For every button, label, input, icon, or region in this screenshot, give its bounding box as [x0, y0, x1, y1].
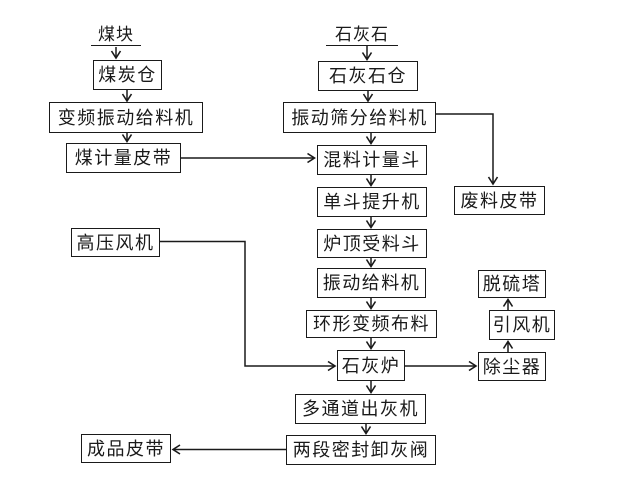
node-two-stage-sealed-ash-valve: 两段密封卸灰阀	[286, 435, 436, 465]
node-desulfurization-tower: 脱硫塔	[478, 270, 546, 298]
node-vibrating-screen-feeder: 振动筛分给料机	[283, 102, 436, 133]
node-multichannel-ash-discharger: 多通道出灰机	[295, 394, 426, 424]
node-lime-kiln: 石灰炉	[337, 350, 405, 381]
node-waste-belt: 废料皮带	[454, 186, 545, 215]
node-ring-variable-frequency-distributor: 环形变频布料	[306, 310, 437, 338]
node-coal-source: 煤块	[91, 23, 141, 46]
node-variable-frequency-vibrating-feeder: 变频振动给料机	[49, 102, 203, 133]
node-single-bucket-elevator: 单斗提升机	[317, 187, 427, 217]
node-mixing-metering-hopper: 混料计量斗	[317, 145, 427, 175]
node-finished-product-belt: 成品皮带	[81, 434, 171, 463]
node-dust-collector: 除尘器	[478, 352, 546, 381]
node-high-pressure-fan: 高压风机	[71, 228, 160, 257]
node-kiln-top-receiving-hopper: 炉顶受料斗	[317, 229, 427, 258]
node-induced-draft-fan: 引风机	[489, 310, 555, 340]
node-coal-metering-belt: 煤计量皮带	[66, 143, 181, 173]
node-coal-bunker: 煤炭仓	[93, 60, 162, 90]
node-vibrating-feeder: 振动给料机	[317, 268, 426, 298]
node-limestone-source: 石灰石	[326, 22, 398, 46]
node-limestone-bunker: 石灰石仓	[318, 61, 418, 91]
